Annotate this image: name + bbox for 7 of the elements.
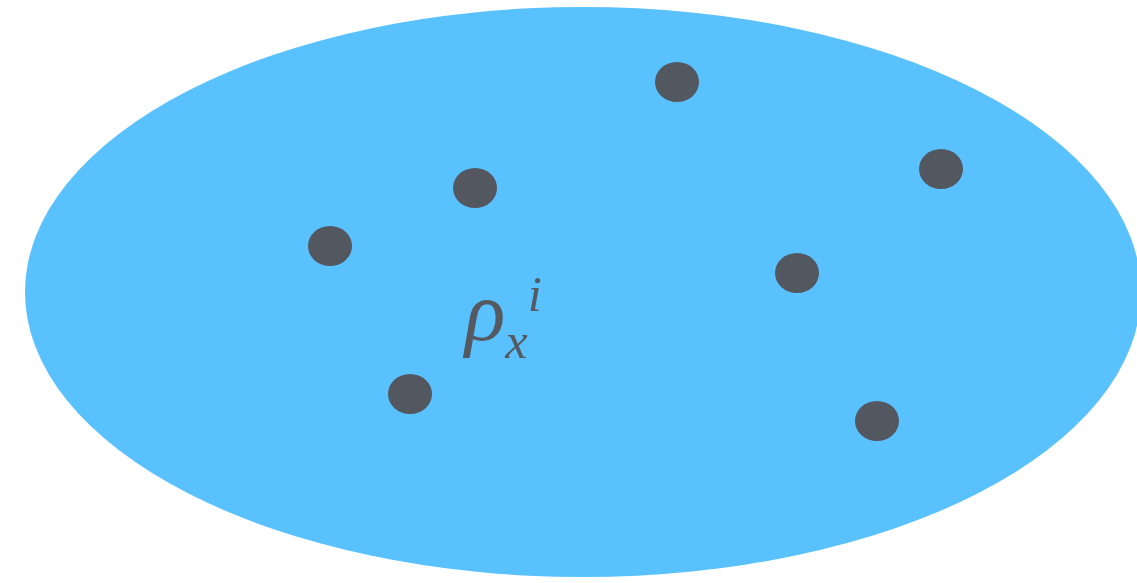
dot xyxy=(453,168,497,208)
dot xyxy=(388,374,432,414)
dot xyxy=(855,401,899,441)
dot xyxy=(655,62,699,102)
dot xyxy=(775,253,819,293)
dot xyxy=(308,226,352,266)
dot xyxy=(919,149,963,189)
